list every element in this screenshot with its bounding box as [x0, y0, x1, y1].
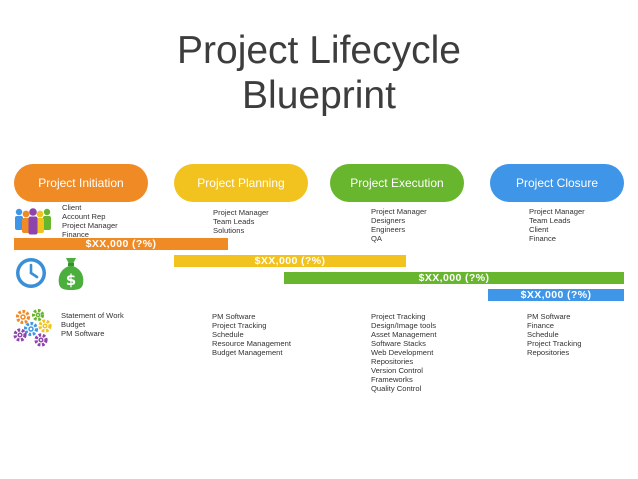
people-list-execution: Project Manager Designers Engineers QA: [371, 207, 427, 243]
clock-icon: [16, 258, 46, 288]
list-item: Project Manager: [213, 208, 269, 217]
people-group-icon: [15, 208, 51, 235]
list-item: Project Tracking: [527, 339, 582, 348]
budget-bar-execution: $XX,000 (?%): [284, 272, 624, 284]
budget-bar-closure: $XX,000 (?%): [488, 289, 624, 301]
list-item: Budget: [61, 320, 86, 329]
title-line-2: Blueprint: [242, 74, 396, 117]
list-item: Account Rep: [62, 212, 106, 221]
list-item: Team Leads: [529, 216, 571, 225]
list-item: Project Tracking: [371, 312, 426, 321]
list-item: QA: [371, 234, 382, 243]
people-list-closure: Project Manager Team Leads Client Financ…: [529, 207, 585, 243]
list-item: Project Tracking: [212, 321, 267, 330]
phase-closure: Project Closure: [490, 164, 624, 202]
list-item: Finance: [529, 234, 557, 243]
list-item: Engineers: [371, 225, 406, 234]
list-item: Frameworks: [371, 375, 413, 384]
list-item: Version Control: [371, 366, 423, 375]
tools-list-initiation: Statement of Work Budget PM Software: [61, 311, 124, 338]
phase-planning: Project Planning: [174, 164, 308, 202]
list-item: PM Software: [527, 312, 571, 321]
list-item: Repositories: [371, 357, 414, 366]
tools-list-closure: PM Software Finance Schedule Project Tra…: [527, 312, 581, 357]
people-list-initiation: Client Account Rep Project Manager Finan…: [62, 203, 118, 239]
tools-list-planning: PM Software Project Tracking Schedule Re…: [212, 312, 291, 357]
list-item: Quality Control: [371, 384, 422, 393]
tools-list-execution: Project Tracking Design/Image tools Asse…: [371, 312, 436, 393]
budget-bar-initiation: $XX,000 (?%): [14, 238, 228, 250]
diagram-title: Project Lifecycle Blueprint: [0, 28, 638, 118]
list-item: Design/Image tools: [371, 321, 437, 330]
list-item: Resource Management: [212, 339, 291, 348]
list-item: Budget Management: [212, 348, 283, 357]
list-item: Web Development: [371, 348, 434, 357]
list-item: Solutions: [213, 226, 245, 235]
phase-execution: Project Execution: [330, 164, 464, 202]
list-item: PM Software: [61, 329, 105, 338]
gears-icon: [13, 308, 52, 347]
list-item: Team Leads: [213, 217, 255, 226]
svg-text:$: $: [66, 271, 76, 289]
list-item: Software Stacks: [371, 339, 426, 348]
list-item: Statement of Work: [61, 311, 124, 320]
list-item: Project Manager: [62, 221, 118, 230]
list-item: Client: [529, 225, 549, 234]
people-list-planning: Project Manager Team Leads Solutions: [213, 208, 269, 235]
list-item: Client: [62, 203, 82, 212]
phase-initiation: Project Initiation: [14, 164, 148, 202]
list-item: Designers: [371, 216, 406, 225]
list-item: Schedule: [527, 330, 559, 339]
list-item: Repositories: [527, 348, 570, 357]
list-item: PM Software: [212, 312, 256, 321]
title-line-1: Project Lifecycle: [177, 29, 461, 72]
list-item: Finance: [527, 321, 555, 330]
list-item: Finance: [62, 230, 90, 239]
list-item: Schedule: [212, 330, 244, 339]
list-item: Project Manager: [371, 207, 427, 216]
list-item: Asset Management: [371, 330, 437, 339]
budget-bar-planning: $XX,000 (?%): [174, 255, 406, 267]
money-bag-icon: $: [58, 258, 84, 290]
list-item: Project Manager: [529, 207, 585, 216]
